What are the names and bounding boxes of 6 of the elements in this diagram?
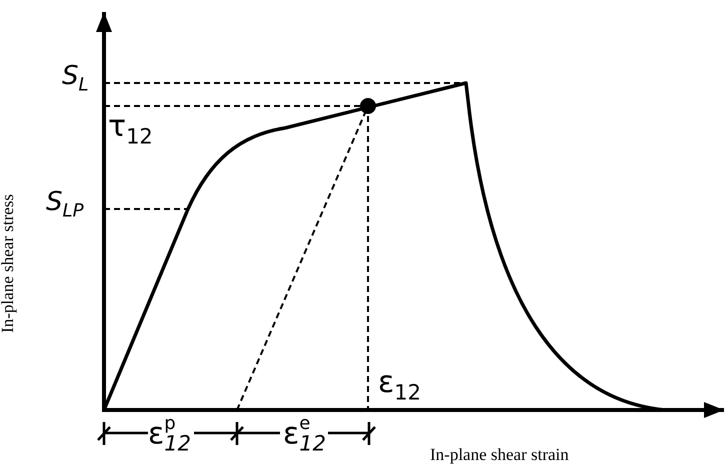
stress-label: S$_{LP}$ [46, 189, 84, 221]
axis-title: In-plane shear stress [0, 194, 16, 333]
stress-label: τ$_{12}$ [108, 112, 153, 148]
stress-label: S$_{L}$ [62, 63, 89, 95]
axis-title: In-plane shear strain [430, 446, 569, 463]
strain-label: ε$_{12}$ [378, 368, 421, 404]
